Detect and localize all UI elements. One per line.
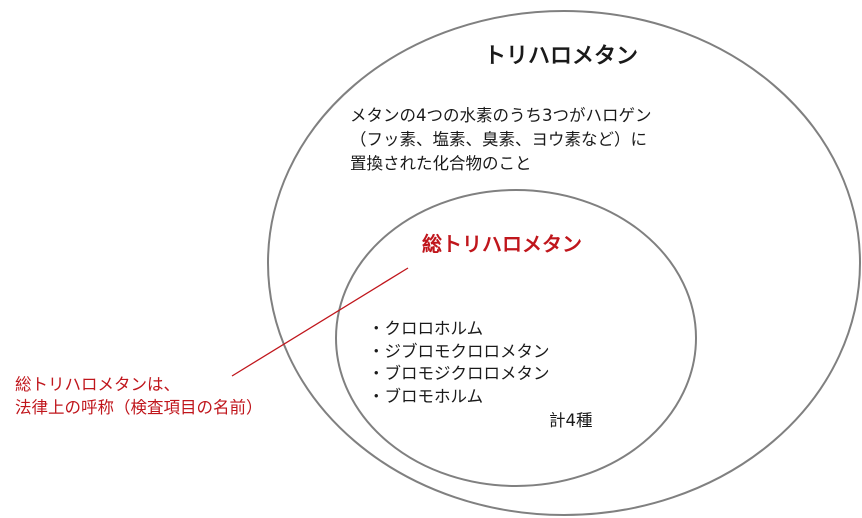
callout-note-line: 法律上の呼称（検査項目の名前） xyxy=(15,398,263,417)
outer-description: メタンの4つの水素のうち3つがハロゲン （フッ素、塩素、臭素、ヨウ素など）に 置… xyxy=(350,104,652,176)
outer-circle-trihalomethane xyxy=(267,10,861,516)
member-list: ・クロロホルム ・ジブロモクロロメタン ・ブロモジクロロメタン ・ブロモホルム xyxy=(368,318,550,408)
list-item: ・クロロホルム xyxy=(368,319,484,338)
callout-note-line: 総トリハロメタンは、 xyxy=(15,375,180,394)
outer-description-line: 置換された化合物のこと xyxy=(350,154,532,173)
member-count: 計4種 xyxy=(549,411,593,430)
outer-description-line: メタンの4つの水素のうち3つがハロゲン xyxy=(350,106,652,125)
list-item: ・ブロモジクロロメタン xyxy=(368,364,550,383)
callout-note: 総トリハロメタンは、 法律上の呼称（検査項目の名前） xyxy=(15,373,263,419)
outer-title: トリハロメタン xyxy=(484,44,639,69)
list-item: ・ブロモホルム xyxy=(368,386,484,406)
inner-title: 総トリハロメタン xyxy=(422,232,582,256)
callout-line xyxy=(231,267,409,377)
inner-circle-total-trihalomethane xyxy=(335,189,697,487)
list-item: ・ジブロモクロロメタン xyxy=(368,341,550,361)
outer-description-line: （フッ素、塩素、臭素、ヨウ素など）に xyxy=(350,130,647,149)
